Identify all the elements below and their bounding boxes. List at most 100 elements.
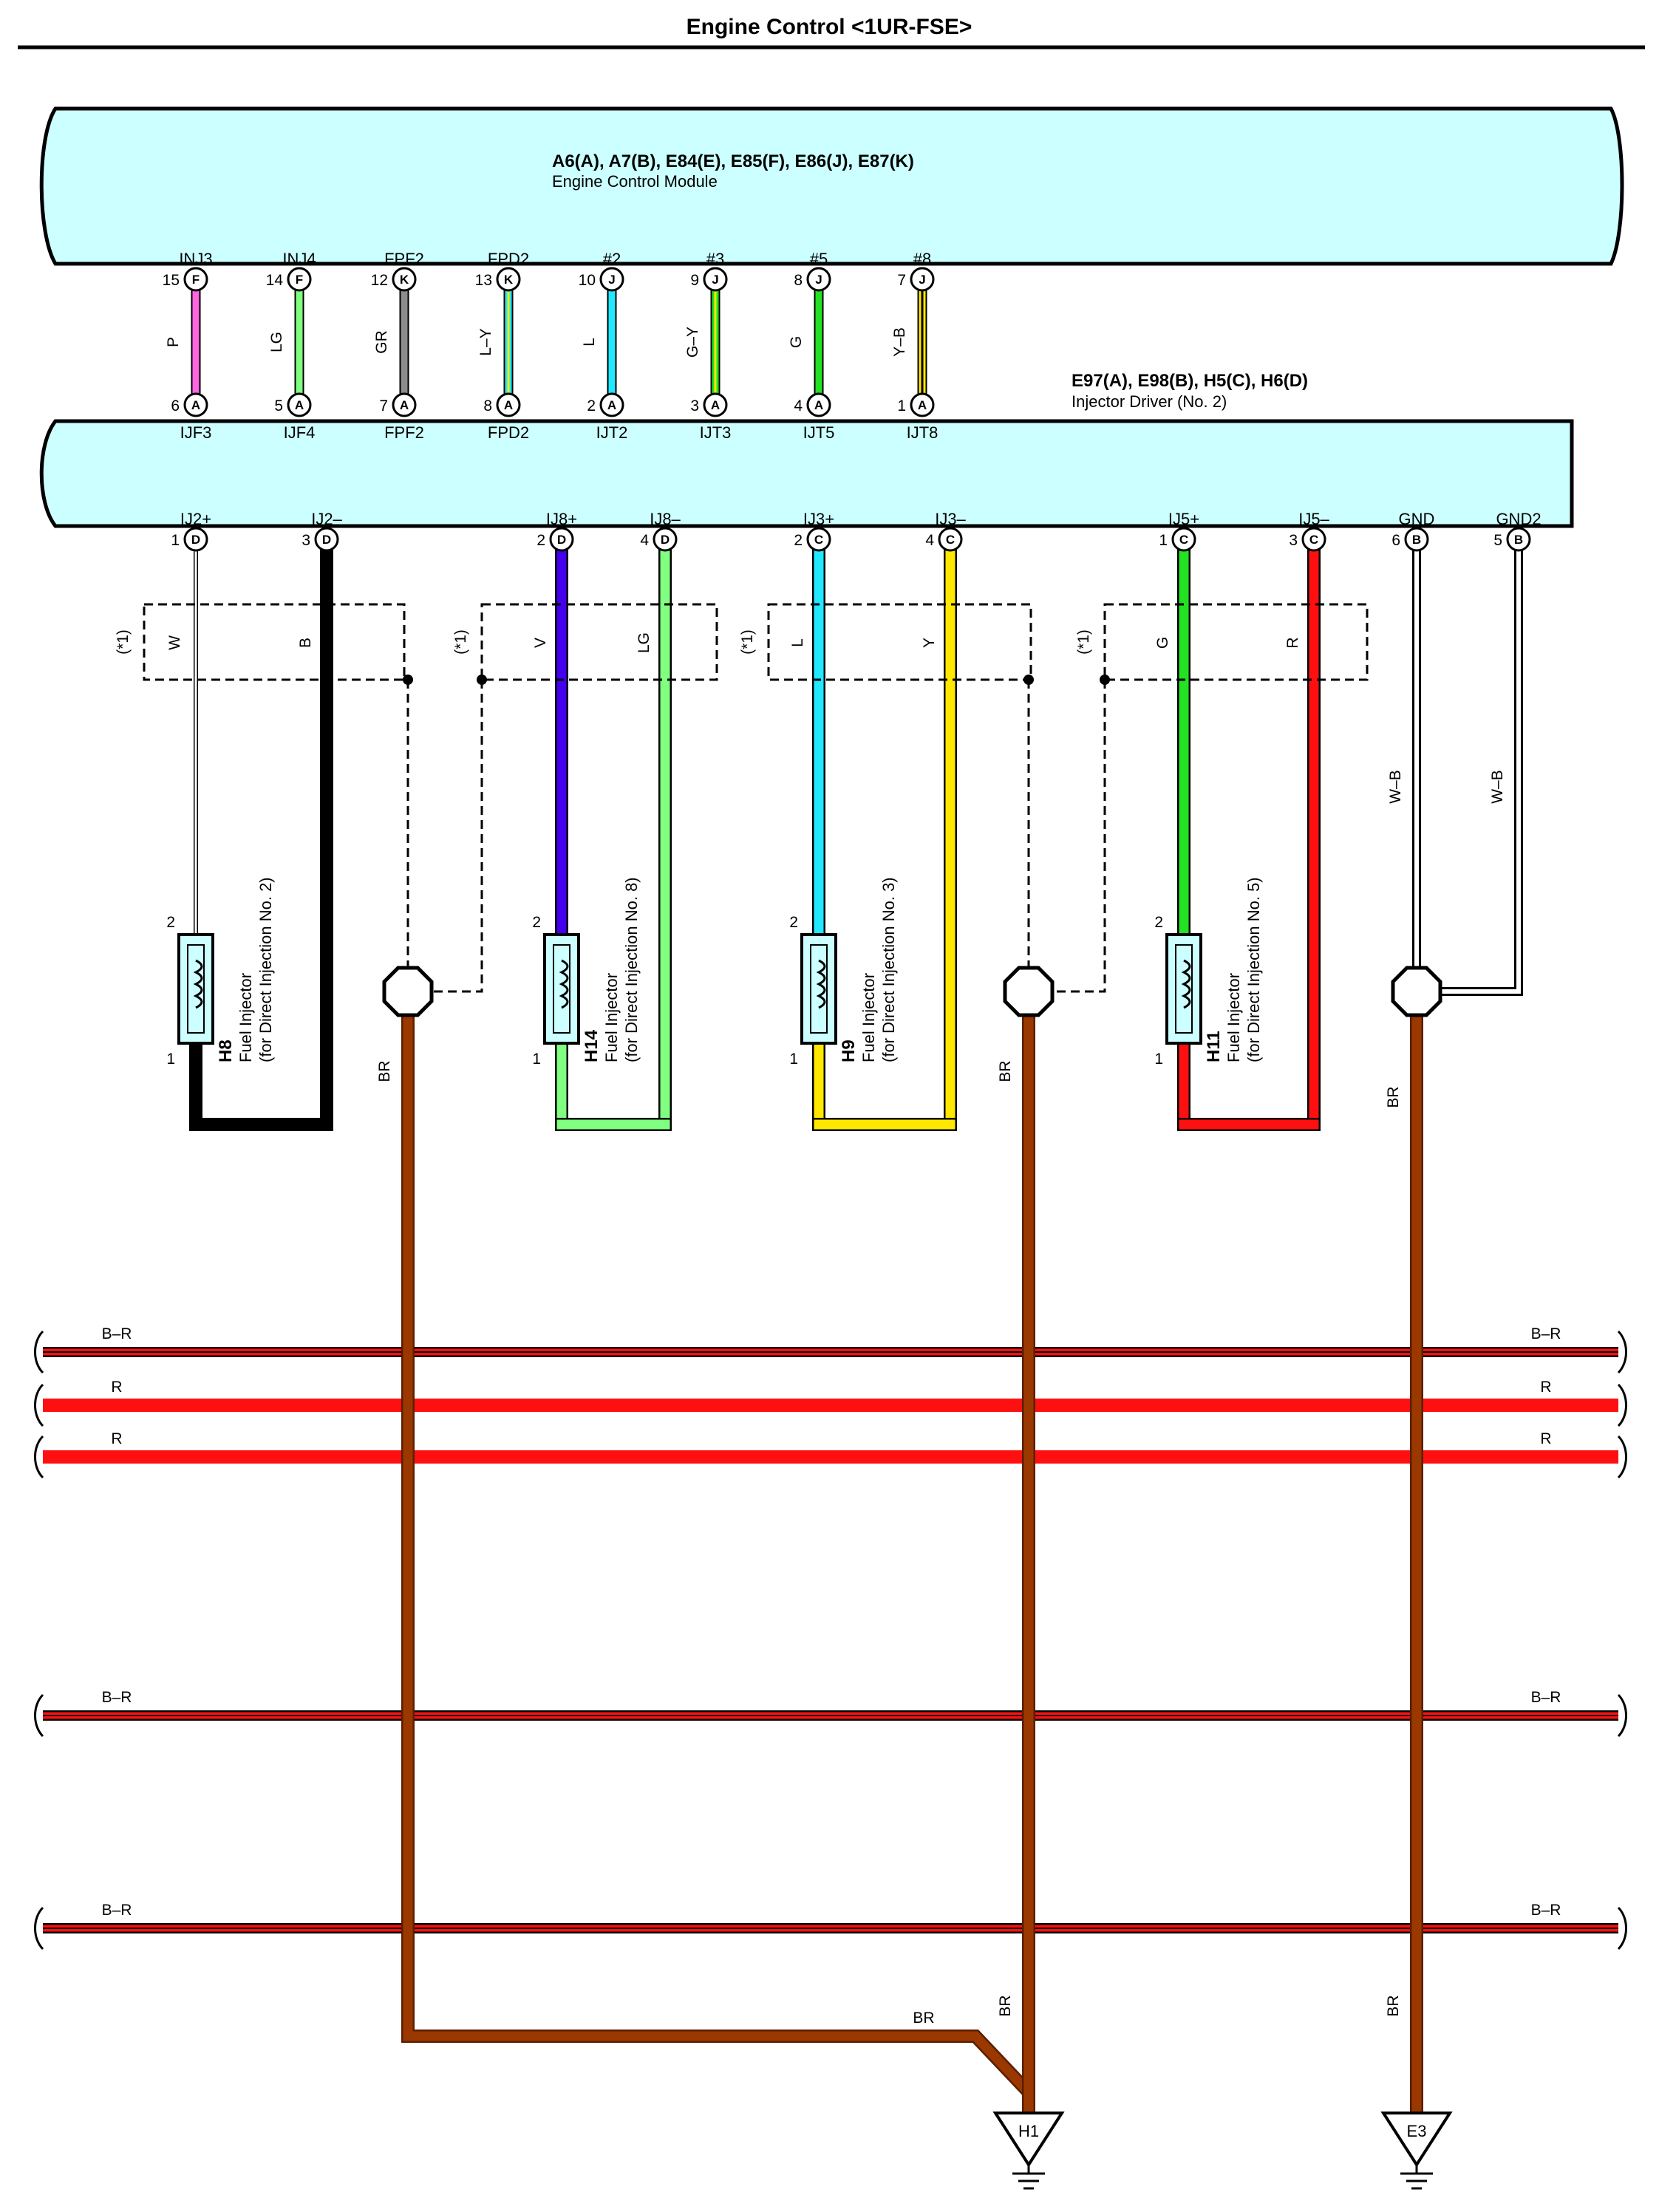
shield-boxes: (*1)(*1)(*1)(*1) — [115, 603, 1369, 685]
driver-bottom-pin-2-terminal — [314, 527, 339, 552]
driver-top-pin-6-terminal — [703, 392, 728, 417]
driver-top-pin-7-name: IJT5 — [803, 423, 835, 442]
injector-sub: (for Direct Injection No. 5) — [1244, 877, 1263, 1062]
pass-line-label-left: R — [111, 1379, 122, 1396]
pass-line-label-left: B–R — [102, 1325, 132, 1342]
br-wire-label: BR — [997, 1060, 1014, 1082]
ecm-pin-1-name: INJ3 — [179, 250, 212, 268]
lower-wire-code: V — [532, 638, 549, 648]
ecm-pin-8-terminal — [910, 267, 935, 292]
driver-bottom-pin-4-number: 4 — [640, 532, 649, 549]
shield-box-2 — [480, 603, 718, 681]
ground-point-label: E3 — [1407, 2122, 1427, 2140]
ecm-pin-6-letter: J — [712, 273, 718, 287]
shield-box-4 — [1103, 603, 1369, 681]
driver-top-pin-8-name: IJT8 — [907, 423, 938, 442]
lower-wire-code: B — [297, 638, 314, 648]
upper-wire-code: LG — [268, 332, 285, 352]
injector-pin-top: 2 — [789, 914, 798, 931]
driver-bottom-pin-3-letter: D — [557, 533, 566, 547]
pass-line-break-left — [34, 1906, 44, 1950]
pass-line-break-right — [1617, 1435, 1627, 1479]
ecm-pin-2-terminal — [287, 267, 312, 292]
lower-wire-code: G — [1154, 637, 1171, 649]
splice-point-2 — [1003, 966, 1055, 1017]
driver-bottom-pin-3-number: 2 — [536, 532, 545, 549]
pass-line-label-right: R — [1540, 1430, 1551, 1447]
driver-top-pin-5-terminal — [599, 392, 624, 417]
driver-bottom-pin-3-terminal — [549, 527, 574, 552]
coil-icon — [559, 959, 569, 1009]
driver-bottom-pin-5-name: IJ3+ — [803, 510, 834, 528]
ecm-pin-8-letter: J — [919, 273, 925, 287]
injector-body — [543, 933, 580, 1045]
driver-top-pin-2-name: IJF4 — [284, 423, 316, 442]
injector-driver-box — [39, 419, 1574, 528]
br-wire-label: BR — [913, 2010, 934, 2027]
ecm-pin-3-letter: K — [400, 273, 409, 287]
injector-pin-bottom: 1 — [532, 1051, 541, 1068]
driver-top-pin-1-letter: A — [191, 398, 200, 412]
pass-line-break-right — [1617, 1330, 1627, 1374]
driver-bottom-pin-4-terminal — [653, 527, 678, 552]
shield-box-3 — [767, 603, 1032, 681]
pass-line-break-left — [34, 1693, 44, 1738]
driver-top-pin-6-number: 3 — [690, 397, 699, 414]
injector-label: Fuel Injector — [859, 973, 878, 1062]
driver-bottom-pin-4-letter: D — [661, 533, 670, 547]
ecm-pin-3-name: FPF2 — [384, 250, 424, 268]
injector-frame — [810, 944, 828, 1034]
lower-wire-code: L — [789, 638, 806, 647]
driver-bottom-pin-10-terminal — [1506, 527, 1531, 552]
driver-bottom-pin-7-number: 1 — [1159, 532, 1168, 549]
ecm-box — [39, 106, 1624, 266]
upper-wire-code: L — [581, 338, 598, 347]
driver-top-pin-8-terminal — [910, 392, 935, 417]
injector-id: H14 — [582, 1029, 602, 1062]
pass-line-break-right — [1617, 1383, 1627, 1427]
injector-frame — [1175, 944, 1193, 1034]
injector-frame — [187, 944, 205, 1034]
pass-line-break-left — [34, 1383, 44, 1427]
lower-wire-10-outline — [1439, 539, 1523, 996]
driver-bottom-pin-4-name: IJ8– — [650, 510, 681, 528]
lower-wire-code: Y — [921, 638, 938, 648]
ecm-name: Engine Control Module — [552, 172, 718, 191]
pass-line-label-left: R — [111, 1430, 122, 1447]
lower-wire-code: LG — [636, 632, 653, 653]
coil-icon — [1181, 959, 1191, 1009]
pass-line-label-right: B–R — [1531, 1902, 1561, 1919]
driver-bottom-pin-5-number: 2 — [794, 532, 803, 549]
coil-icon — [816, 959, 826, 1009]
driver-top-pin-1-number: 6 — [171, 397, 180, 414]
ecm-pin-5-letter: J — [608, 273, 615, 287]
injector-label: Fuel Injector — [1224, 973, 1243, 1062]
driver-bottom-pin-2-name: IJ2– — [311, 510, 342, 528]
driver-bottom-pin-10-name: GND2 — [1496, 510, 1541, 528]
driver-bottom-pin-7-terminal — [1171, 527, 1196, 552]
driver-top-pin-3-number: 7 — [379, 397, 388, 414]
injector-pin-top: 2 — [1154, 914, 1163, 931]
shield-note: (*1) — [115, 629, 132, 655]
driver-top-pin-4-name: FPD2 — [488, 423, 529, 442]
driver-bottom-pin-3-name: IJ8+ — [546, 510, 577, 528]
ecm-pin-3-terminal — [392, 267, 417, 292]
driver-connectors: E97(A), E98(B), H5(C), H6(D) — [1072, 371, 1308, 391]
driver-top-pin-3-terminal — [392, 392, 417, 417]
br-wire-label: BR — [1385, 1086, 1402, 1107]
driver-top-pin-5-number: 2 — [587, 397, 596, 414]
injector-body — [1165, 933, 1202, 1045]
driver-bottom-pin-8-terminal — [1301, 527, 1326, 552]
driver-top-pin-4-terminal — [496, 392, 521, 417]
driver-bottom-pin-10-number: 5 — [1493, 532, 1502, 549]
shield-note: (*1) — [452, 629, 469, 655]
driver-top-pin-7-terminal — [806, 392, 831, 417]
driver-top-pin-2-terminal — [287, 392, 312, 417]
br-wire-label: BR — [376, 1060, 393, 1082]
